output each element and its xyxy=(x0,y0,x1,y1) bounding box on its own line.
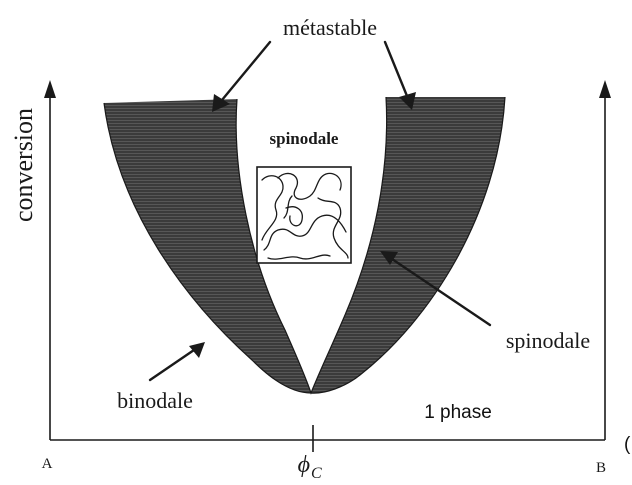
metastable-arrow-left xyxy=(222,42,270,100)
point-b-label: B xyxy=(596,460,606,476)
one-phase-label: 1 phase xyxy=(424,402,492,423)
spinodale-inset-box xyxy=(257,167,351,263)
phi-c-symbol: ϕ xyxy=(298,452,310,478)
edge-fragment: ( xyxy=(624,434,631,455)
y-axis-label: conversion xyxy=(9,108,38,222)
y-axis-left-arrowhead xyxy=(44,80,56,98)
binodale-arrowhead xyxy=(189,342,205,358)
binodale-label: binodale xyxy=(117,388,193,413)
binodale-arrow xyxy=(150,350,194,380)
phi-c-label: ϕ C xyxy=(298,452,322,482)
y-axis-right-arrowhead xyxy=(599,80,611,98)
metastable-label: métastable xyxy=(283,15,377,40)
spinodale-inset-label: spinodale xyxy=(270,129,339,148)
phi-c-subscript: C xyxy=(311,465,322,482)
point-a-label: A xyxy=(42,456,53,472)
spinodale-right-label: spinodale xyxy=(506,328,590,353)
metastable-arrow-right xyxy=(385,42,407,96)
